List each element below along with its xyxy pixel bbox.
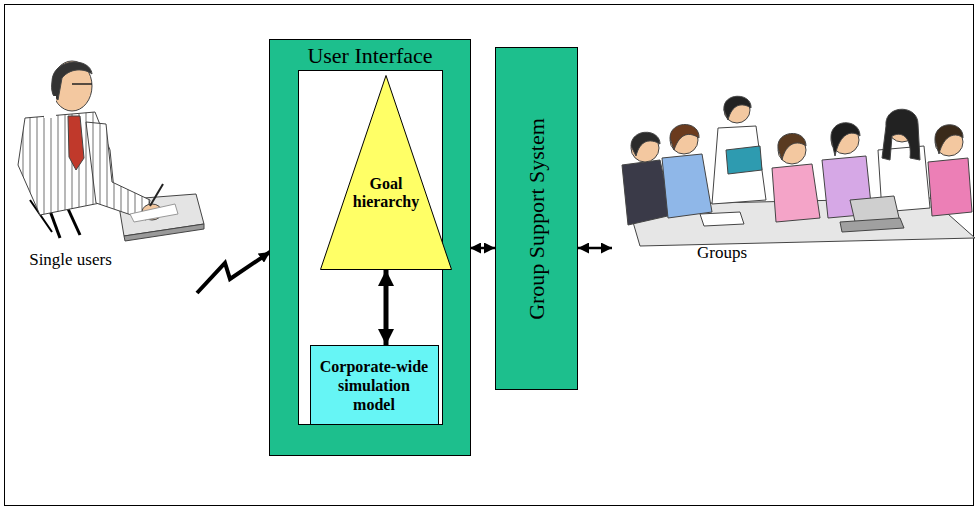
box-text: Corporate-wide simulation model <box>319 357 430 414</box>
triangle-text: Goal hierarchy <box>344 175 428 211</box>
figure-label: Groups <box>677 243 767 263</box>
double-arrow <box>384 270 389 345</box>
group-figure <box>622 96 975 246</box>
band-text: Group Support System <box>524 118 550 320</box>
lightning-arrow <box>197 252 270 293</box>
process-box: Corporate-wide simulation model <box>310 345 439 425</box>
support-band: Group Support System <box>495 47 578 390</box>
figure-label: Single users <box>8 250 133 270</box>
double-arrow <box>578 247 612 250</box>
triangle-shape <box>320 75 452 270</box>
frame-title: User Interface <box>270 40 470 70</box>
double-arrow <box>470 247 495 250</box>
user-figure-node: Single users <box>8 48 195 276</box>
group-figure-node: Groups <box>612 95 974 270</box>
interface-frame: User InterfaceGoal hierarchyCorporate-wi… <box>270 40 470 455</box>
outer-frame <box>5 5 974 506</box>
triangle-outline <box>321 76 452 270</box>
goal-triangle: Goal hierarchy <box>320 75 452 270</box>
single-user-figure <box>18 61 204 241</box>
